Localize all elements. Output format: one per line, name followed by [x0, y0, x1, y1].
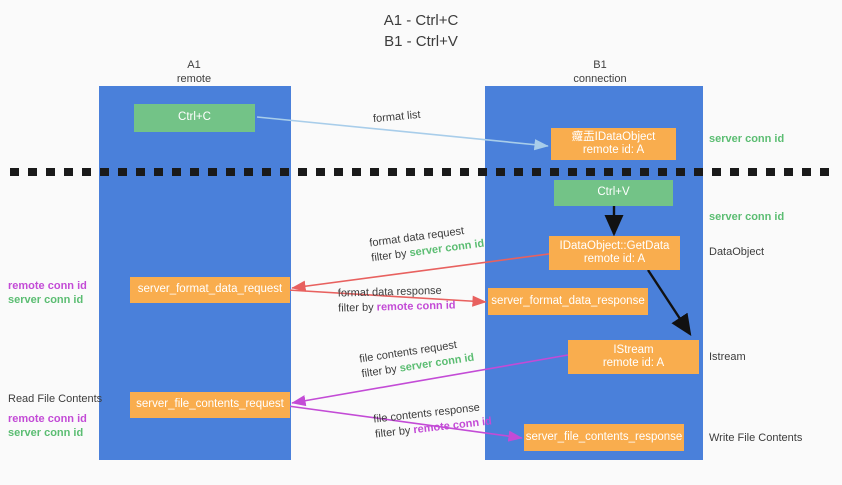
box-server-format-data-response[interactable]: server_format_data_response: [488, 288, 648, 315]
box-idataobject-getdata-line2: remote id: A: [583, 253, 646, 265]
column-header-b1-name: B1: [593, 59, 607, 71]
column-header-b1: B1 connection: [520, 58, 680, 86]
edge-label-format-data-request-filter-prefix: filter by: [370, 247, 411, 265]
label-read-file-contents: Read File Contents: [8, 393, 103, 405]
edge-label-format-list-title: format list: [372, 108, 422, 126]
box-server-file-contents-response-label: server_file_contents_response: [525, 430, 683, 443]
edge-label-format-data-request: format data request filter by server con…: [369, 222, 486, 267]
label-istream: Istream: [709, 351, 746, 363]
label-conn-ids-top: remote conn id server conn id: [8, 279, 87, 307]
box-istream-line2: remote id: A: [602, 357, 665, 369]
column-header-a1-sub: remote: [176, 73, 212, 85]
label-dataobject: DataObject: [709, 246, 765, 258]
box-istream[interactable]: IStream remote id: A: [568, 340, 699, 374]
box-server-format-data-request[interactable]: server_format_data_request: [130, 277, 290, 303]
edge-label-file-contents-response: file contents response filter by remote …: [373, 399, 493, 442]
edge-label-format-list: format list: [372, 108, 422, 127]
box-ctrl-c-label: Ctrl+C: [178, 111, 211, 124]
column-header-a1: A1 remote: [114, 58, 274, 86]
box-istream-line1: IStream: [613, 343, 654, 356]
title-line-2: B1 - Ctrl+V: [384, 33, 458, 50]
label-server-conn-id-second: server conn id: [709, 211, 785, 223]
page-title: A1 - Ctrl+C B1 - Ctrl+V: [0, 10, 842, 52]
box-server-format-data-response-label: server_format_data_response: [491, 294, 645, 307]
box-idataobject-getdata[interactable]: IDataObject::GetData remote id: A: [549, 236, 680, 270]
label-server-conn-id-top: server conn id: [709, 133, 785, 145]
edge-label-format-data-response-title: format data response: [337, 284, 442, 300]
box-server-file-contents-request[interactable]: server_file_contents_request: [130, 392, 290, 418]
label-server-conn-id-left-bottom: server conn id: [8, 427, 84, 439]
edge-label-format-data-response-filter-value: remote conn id: [376, 299, 456, 314]
box-server-file-contents-response[interactable]: server_file_contents_response: [524, 424, 684, 451]
label-remote-conn-id-top: remote conn id: [8, 280, 87, 292]
label-server-conn-id-left-top: server conn id: [8, 294, 84, 306]
box-idataobject-line2: remote id: A: [582, 144, 645, 156]
box-server-file-contents-request-label: server_file_contents_request: [136, 398, 284, 411]
column-header-b1-sub: connection: [573, 73, 627, 85]
label-write-file-contents: Write File Contents: [709, 432, 803, 444]
label-conn-ids-bottom: remote conn id server conn id: [8, 412, 87, 440]
column-header-a1-name: A1: [187, 59, 201, 71]
edge-label-file-contents-response-filter-prefix: filter by: [374, 424, 415, 441]
edge-label-format-data-response-filter-prefix: filter by: [338, 301, 377, 315]
label-remote-conn-id-bottom: remote conn id: [8, 413, 87, 425]
box-idataobject-line1: 㿚㿻IDataObject: [571, 130, 656, 143]
edge-label-file-contents-request: file contents request filter by server c…: [358, 336, 475, 382]
box-server-format-data-request-label: server_format_data_request: [137, 283, 283, 296]
title-line-1: A1 - Ctrl+C: [383, 12, 459, 29]
box-idataobject[interactable]: 㿚㿻IDataObject remote id: A: [551, 128, 676, 160]
box-ctrl-c[interactable]: Ctrl+C: [134, 104, 255, 132]
edge-label-format-data-response: format data response filter by remote co…: [338, 283, 456, 316]
box-ctrl-v[interactable]: Ctrl+V: [554, 180, 673, 206]
box-ctrl-v-label: Ctrl+V: [597, 186, 630, 199]
box-idataobject-getdata-line1: IDataObject::GetData: [559, 239, 670, 252]
